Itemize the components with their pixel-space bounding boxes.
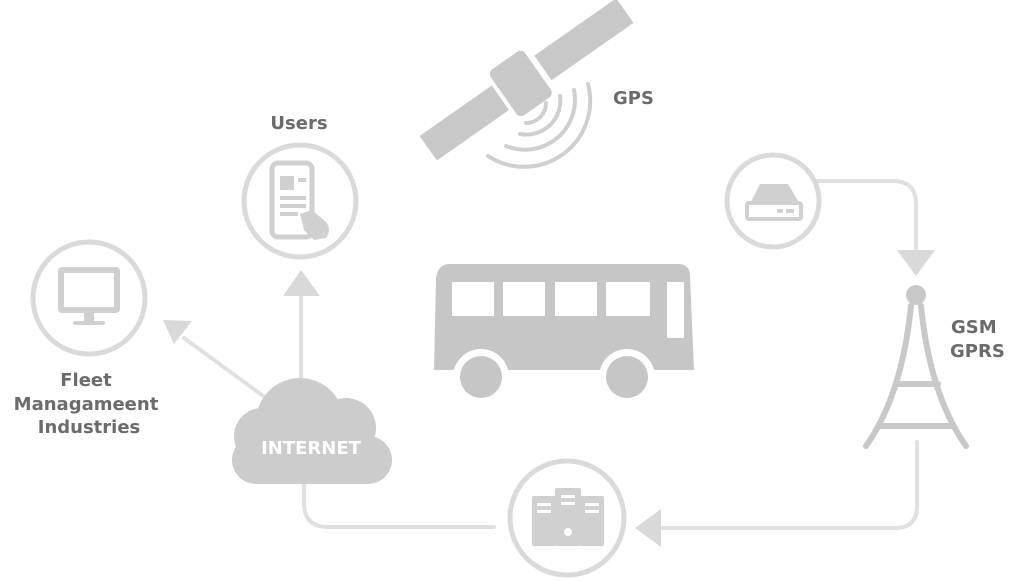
internet-to-fleet-connector [182,336,268,400]
gprs-label: GPRS [950,341,1005,362]
arrowhead-to-tower [897,250,935,276]
satellite-icon [419,0,634,169]
server-to-internet-connector [302,482,496,529]
monitor-icon [58,267,120,325]
arrowhead-to-server [635,509,661,547]
server-node [507,458,627,578]
users-label: Users [270,113,327,134]
router-to-tower-connector [816,179,918,250]
fleet-label-line1: Fleet [60,370,112,391]
fleet-node [30,239,148,357]
bus-icon [434,264,694,405]
server-icon [532,488,604,546]
smartphone-touch-icon [269,160,329,240]
arrowhead-to-users [283,270,320,296]
cloud-icon [232,378,392,484]
router-icon [745,184,803,221]
tower-to-server-connector [658,440,919,530]
users-node [241,142,359,260]
internet-label: INTERNET [261,438,362,459]
gsm-label: GSM [951,317,997,338]
fleet-label-line3: Industries [38,417,141,438]
cell-tower-icon [863,285,969,449]
router-node [724,152,822,250]
arrowheads [163,250,935,547]
connectors [182,179,919,530]
fleet-label-line2: Managameent [14,394,159,415]
arrowhead-to-fleet [163,320,192,344]
gps-label: GPS [613,88,654,109]
